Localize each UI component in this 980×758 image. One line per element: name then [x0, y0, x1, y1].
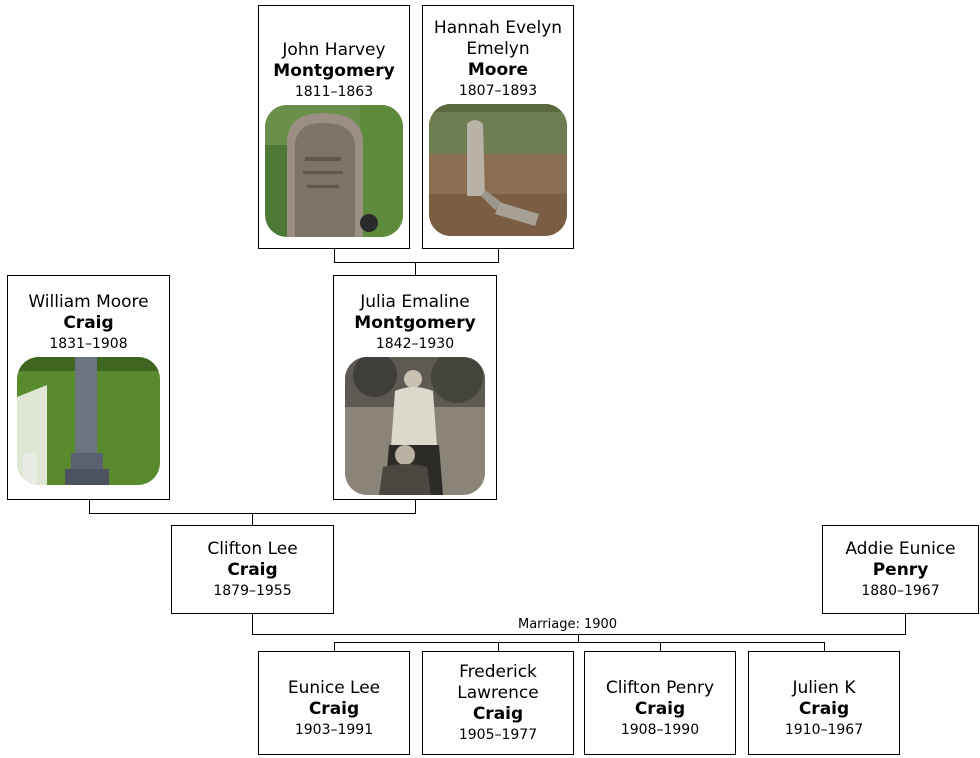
life-dates: 1811–1863	[294, 84, 374, 100]
given-name: Clifton Lee	[207, 539, 298, 559]
surname: Moore	[467, 60, 529, 80]
person-card-addie-eunice-penry[interactable]: Addie Eunice Penry 1880–1967	[822, 525, 979, 614]
life-dates: 1905–1977	[458, 727, 538, 743]
surname: Montgomery	[354, 313, 476, 333]
person-card-julien-k-craig[interactable]: Julien K Craig 1910–1967	[748, 651, 900, 755]
connector-line	[334, 249, 335, 262]
life-dates: 1903–1991	[294, 721, 374, 738]
given-name: Frederick Lawrence	[457, 662, 539, 703]
marriage-label: Marriage: 1900	[516, 617, 620, 632]
life-dates: 1908–1990	[620, 721, 700, 738]
life-dates: 1879–1955	[213, 583, 292, 599]
surname: Craig	[308, 698, 360, 719]
marriage-line	[252, 634, 906, 635]
surname: Montgomery	[273, 61, 395, 81]
given-name: Hannah Evelyn Emelyn	[433, 18, 563, 59]
surname: Craig	[63, 313, 114, 333]
person-card-frederick-lawrence-craig[interactable]: Frederick Lawrence Craig 1905–1977	[422, 651, 574, 755]
surname: Craig	[798, 698, 850, 719]
connector-line	[824, 642, 825, 651]
given-name: Clifton Penry	[605, 677, 715, 698]
life-dates: 1807–1893	[458, 83, 538, 99]
portrait-photo	[345, 357, 485, 495]
gravestone-photo	[429, 104, 567, 236]
given-name: John Harvey	[282, 40, 386, 60]
person-card-clifton-penry-craig[interactable]: Clifton Penry Craig 1908–1990	[584, 651, 736, 755]
person-card-hannah-moore[interactable]: Hannah Evelyn Emelyn Moore 1807–1893	[422, 5, 574, 249]
connector-line	[415, 262, 416, 275]
gravestone-photo	[265, 105, 403, 237]
person-card-eunice-lee-craig[interactable]: Eunice Lee Craig 1903–1991	[258, 651, 410, 755]
life-dates: 1880–1967	[861, 583, 940, 599]
connector-line	[334, 262, 499, 263]
connector-line	[905, 614, 906, 635]
connector-line	[334, 642, 825, 643]
surname: Craig	[472, 704, 524, 724]
connector-line	[89, 500, 90, 513]
person-card-john-harvey-montgomery[interactable]: John Harvey Montgomery 1811–1863	[258, 5, 410, 249]
connector-line	[252, 513, 253, 525]
given-name: Addie Eunice	[845, 539, 956, 559]
connector-line	[498, 249, 499, 262]
given-name: Eunice Lee	[287, 677, 381, 698]
connector-line	[660, 642, 661, 651]
connector-line	[498, 642, 499, 651]
life-dates: 1910–1967	[784, 721, 864, 738]
given-name: Julia Emaline	[360, 292, 470, 312]
connector-line	[252, 614, 253, 635]
surname: Craig	[634, 698, 686, 719]
person-card-julia-emaline-montgomery[interactable]: Julia Emaline Montgomery 1842–1930	[333, 275, 497, 500]
life-dates: 1842–1930	[375, 336, 455, 352]
person-card-clifton-lee-craig[interactable]: Clifton Lee Craig 1879–1955	[171, 525, 334, 614]
gravestone-photo	[17, 357, 160, 485]
given-name: Julien K	[792, 677, 856, 698]
connector-line	[415, 500, 416, 513]
person-card-william-moore-craig[interactable]: William Moore Craig 1831–1908	[7, 275, 170, 500]
surname: Craig	[227, 560, 278, 580]
life-dates: 1831–1908	[49, 336, 128, 352]
connector-line	[334, 642, 335, 651]
connector-line	[578, 634, 579, 642]
given-name: William Moore	[28, 292, 149, 312]
surname: Penry	[872, 560, 929, 580]
